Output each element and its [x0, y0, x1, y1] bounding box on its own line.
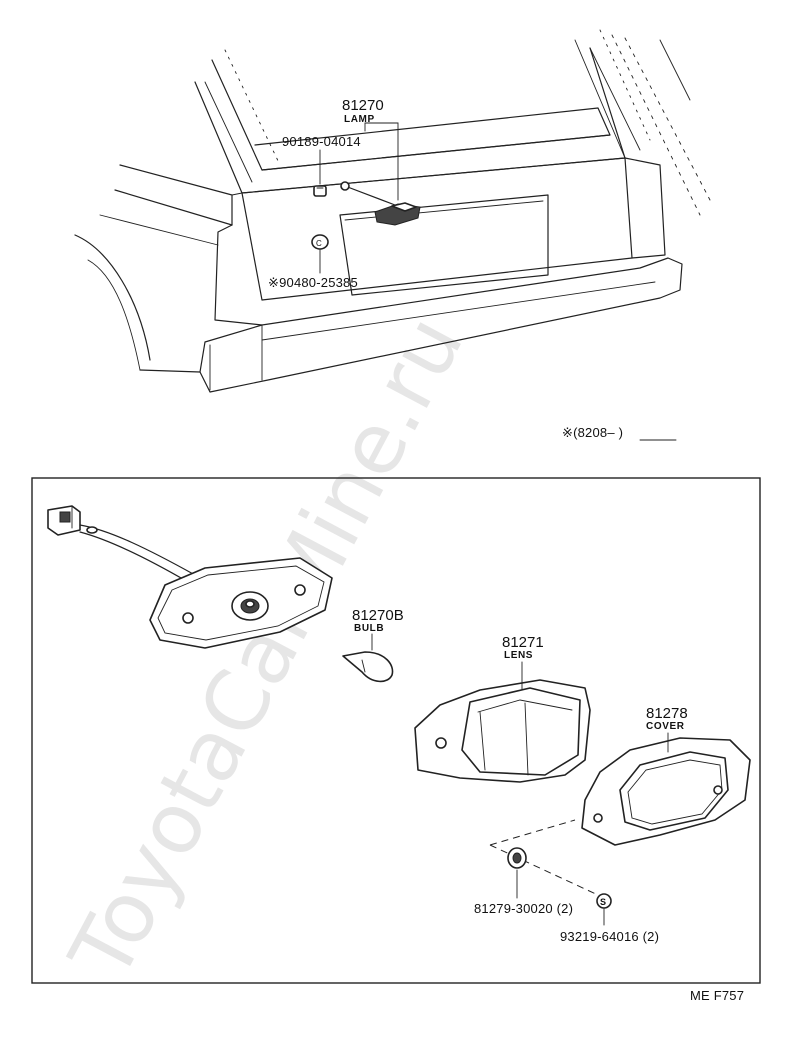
applicability-note: ※(8208– )	[562, 425, 623, 440]
vehicle-rear-illustration: C	[74, 29, 711, 393]
footer-code: ME F757	[690, 988, 744, 1003]
callout-bulb-name: BULB	[354, 623, 384, 634]
watermark: ToyotaCarMine.ru	[51, 300, 483, 995]
callout-cover-number: 81278	[646, 705, 688, 722]
lamp-housing	[47, 505, 333, 649]
callout-clip-number: 90189-04014	[282, 134, 361, 149]
callout-cover-name: COVER	[646, 721, 685, 732]
callout-lens-number: 81271	[502, 634, 544, 651]
grommet-mark: C	[316, 239, 322, 248]
callout-lamp-name: LAMP	[344, 114, 375, 125]
callout-lamp-number: 81270	[342, 97, 384, 114]
screw: S	[596, 893, 612, 909]
cover	[581, 737, 751, 846]
callout-lens-name: LENS	[504, 650, 533, 661]
assembly-line	[489, 819, 576, 846]
nut	[507, 847, 527, 869]
bulb	[342, 651, 394, 683]
leader-lamp	[364, 122, 399, 201]
screw-symbol: S	[600, 897, 606, 907]
callout-bulb-number: 81270B	[352, 607, 404, 624]
callout-grommet-number: ※90480-25385	[268, 275, 358, 290]
assembly-line-2	[489, 844, 599, 896]
lens	[414, 679, 591, 783]
callout-nut-number: 81279-30020 (2)	[474, 901, 573, 916]
exploded-view-frame	[31, 477, 761, 984]
callout-screw-number: 93219-64016 (2)	[560, 929, 659, 944]
